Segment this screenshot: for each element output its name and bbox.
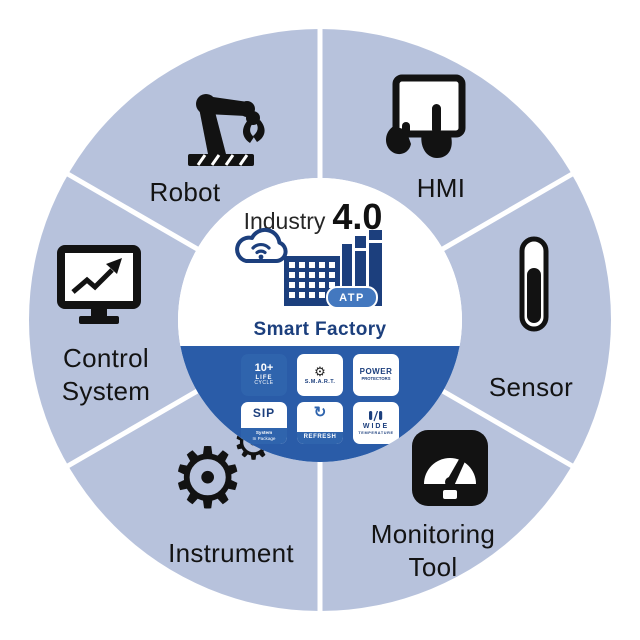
segment-label-monitoring-tool: Monitoring Tool <box>353 518 513 584</box>
monitoring-label-line1: Monitoring <box>370 519 496 549</box>
badge-wide-line2: TEMPERATURE <box>358 430 394 435</box>
sensor-icon <box>519 236 549 332</box>
segment-label-instrument: Instrument <box>151 537 311 570</box>
badge-power-protectors: POWER PROTECTORS <box>353 354 399 396</box>
badge-smart-text: S.M.A.R.T. <box>304 378 336 385</box>
badge-life-cycle: 10+ LIFE CYCLE <box>241 354 287 396</box>
badge-sip-strip: System In Package <box>241 428 287 444</box>
badge-refresh: ↻ REFRESH <box>297 402 343 444</box>
badge-refresh-strip: REFRESH <box>297 432 343 444</box>
atp-badge-text: ATP <box>339 291 365 304</box>
control-label-line1: Control <box>63 343 149 373</box>
badge-sip-title: SIP <box>252 406 276 420</box>
badge-sip-line1: System <box>255 430 273 436</box>
hmi-tablet-icon <box>385 74 466 158</box>
gear-icon: ⚙ <box>314 363 326 379</box>
badge-wide-temperature: WIDE TEMPERATURE <box>353 402 399 444</box>
refresh-icon: ↻ <box>313 404 327 421</box>
badge-refresh-text: REFRESH <box>303 434 337 441</box>
robot-label-text: Robot <box>149 177 221 207</box>
segment-label-robot: Robot <box>115 176 255 209</box>
segment-label-sensor: Sensor <box>461 371 601 404</box>
sensor-label-text: Sensor <box>488 372 574 402</box>
robot-arm-icon <box>188 94 265 166</box>
badge-wide-line1: WIDE <box>362 423 390 431</box>
smart-factory-label: Smart Factory <box>253 319 387 340</box>
hub-title: Industry 4.0 <box>178 196 448 238</box>
hmi-label-text: HMI <box>416 173 466 203</box>
instrument-label-text: Instrument <box>168 538 294 568</box>
badge-power-line1: POWER <box>359 367 393 377</box>
segment-label-hmi: HMI <box>381 172 501 205</box>
badge-smart: ⚙ S.M.A.R.T. <box>297 354 343 396</box>
badge-life-line2: LIFE <box>255 375 273 381</box>
badge-power-line2: PROTECTORS <box>361 376 391 382</box>
monitoring-label-line2: Tool <box>408 552 458 582</box>
control-label-line2: System <box>61 376 151 406</box>
atp-badge: ATP <box>326 286 378 309</box>
control-monitor-icon <box>57 245 141 324</box>
cloud-wifi-icon <box>235 227 288 264</box>
badge-sip: SIP System In Package <box>241 402 287 444</box>
segment-label-control-system: Control System <box>31 342 181 408</box>
industry-label: Industry <box>243 208 326 234</box>
badge-sip-line2: In Package <box>252 435 276 441</box>
badge-row-2: SIP System In Package ↻ REFRESH <box>241 402 399 444</box>
badge-life-line3: CYCLE <box>254 380 274 387</box>
badge-row-1: 10+ LIFE CYCLE ⚙ S.M.A.R.T. POWER PROTEC… <box>241 354 399 396</box>
product-badge-band: 10+ LIFE CYCLE ⚙ S.M.A.R.T. POWER PROTEC… <box>178 346 462 462</box>
badge-life-line1: 10+ <box>254 362 274 375</box>
thermometer-icon <box>369 411 383 422</box>
center-hub: Industry 4.0 <box>178 178 462 462</box>
